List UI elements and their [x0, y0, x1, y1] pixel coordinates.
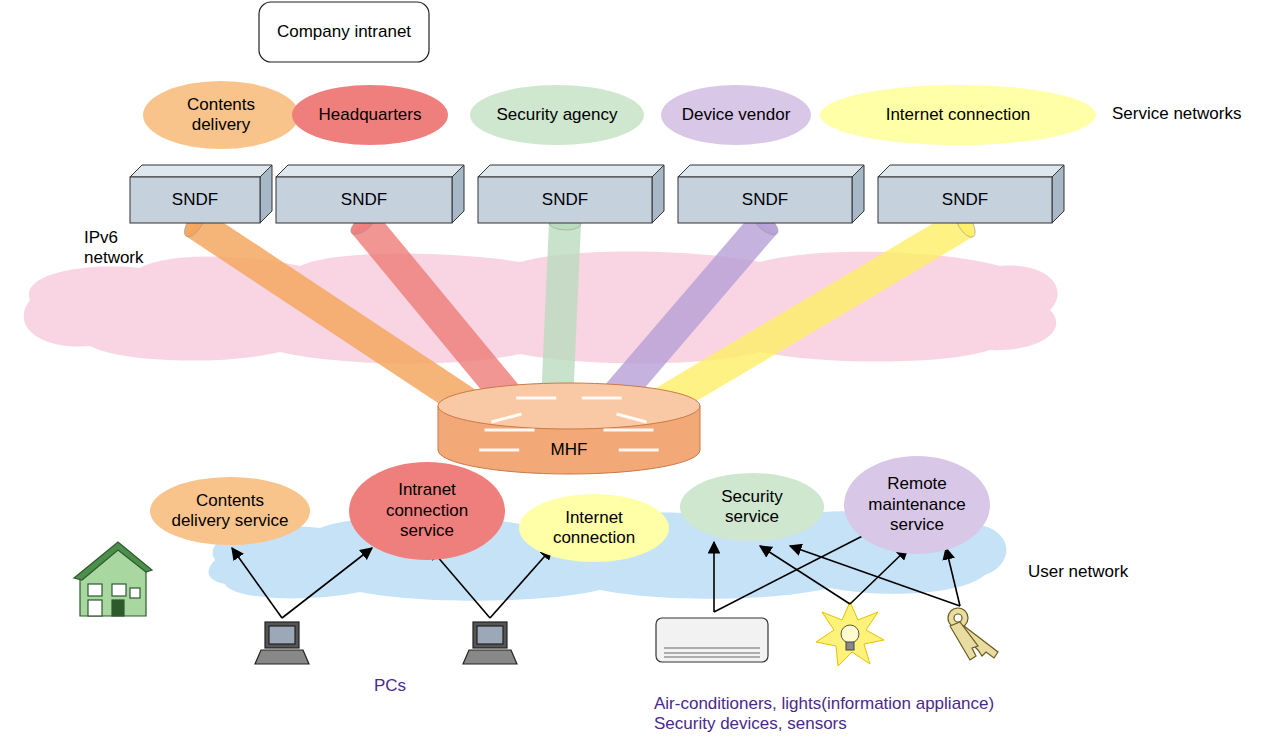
sndf-box: SNDF: [678, 165, 864, 223]
user-service-ellipse: Remote maintenance service: [843, 455, 991, 555]
node-label: Internet connection: [538, 508, 650, 549]
sndf-box: SNDF: [276, 165, 464, 223]
pipe-connector: [549, 215, 582, 406]
node-label: Contents delivery service: [170, 491, 290, 532]
user-service-ellipse: Internet connection: [518, 493, 670, 563]
pipe-connector: [347, 207, 515, 406]
group-label: Service networks: [1112, 104, 1241, 124]
node-label: Device vendor: [680, 105, 792, 125]
laptop-icon: [463, 622, 517, 664]
node-label: Security agency: [492, 105, 622, 125]
node-label: Remote maintenance service: [862, 474, 972, 535]
service-network-box: Company intranet: [258, 1, 430, 63]
service-network-ellipse: Security agency: [469, 84, 645, 146]
light-bulb-icon: [816, 602, 884, 666]
house-icon: [74, 542, 152, 616]
service-network-ellipse: Internet connection: [819, 84, 1097, 146]
device-label: Air-conditioners, lights(information app…: [654, 694, 994, 714]
service-network-ellipse: Contents delivery: [142, 80, 300, 150]
node-label: Intranet connection service: [369, 480, 486, 541]
pipe-connector: [657, 206, 979, 406]
node-label: Internet connection: [855, 105, 1061, 125]
user-service-ellipse: Security service: [679, 472, 825, 542]
node-label: Company intranet: [274, 22, 415, 42]
air-conditioner-icon: [656, 618, 768, 662]
node-label: SNDF: [341, 190, 387, 210]
node-label: MHF: [551, 440, 588, 460]
node-label: SNDF: [542, 190, 588, 210]
sndf-box: SNDF: [130, 165, 272, 223]
node-label: SNDF: [172, 190, 218, 210]
mhf-router: MHF: [437, 382, 701, 474]
network-label: User network: [1028, 562, 1128, 582]
sndf-box: SNDF: [478, 165, 664, 223]
device-label: PCs: [374, 676, 406, 696]
laptop-icon: [255, 622, 309, 664]
node-label: Headquarters: [312, 105, 429, 125]
user-service-ellipse: Contents delivery service: [149, 476, 311, 546]
node-label: SNDF: [942, 190, 988, 210]
node-label: SNDF: [742, 190, 788, 210]
user-service-ellipse: Intranet connection service: [348, 461, 506, 561]
key-icon: [948, 608, 998, 660]
sndf-box: SNDF: [878, 165, 1064, 223]
network-label: IPv6 network: [84, 228, 164, 268]
node-label: Security service: [698, 487, 806, 528]
service-network-ellipse: Headquarters: [291, 84, 449, 146]
device-label: Security devices, sensors: [654, 714, 847, 734]
node-label: Contents delivery: [163, 95, 280, 136]
service-network-ellipse: Device vendor: [660, 84, 812, 146]
node-shape: [437, 382, 701, 474]
